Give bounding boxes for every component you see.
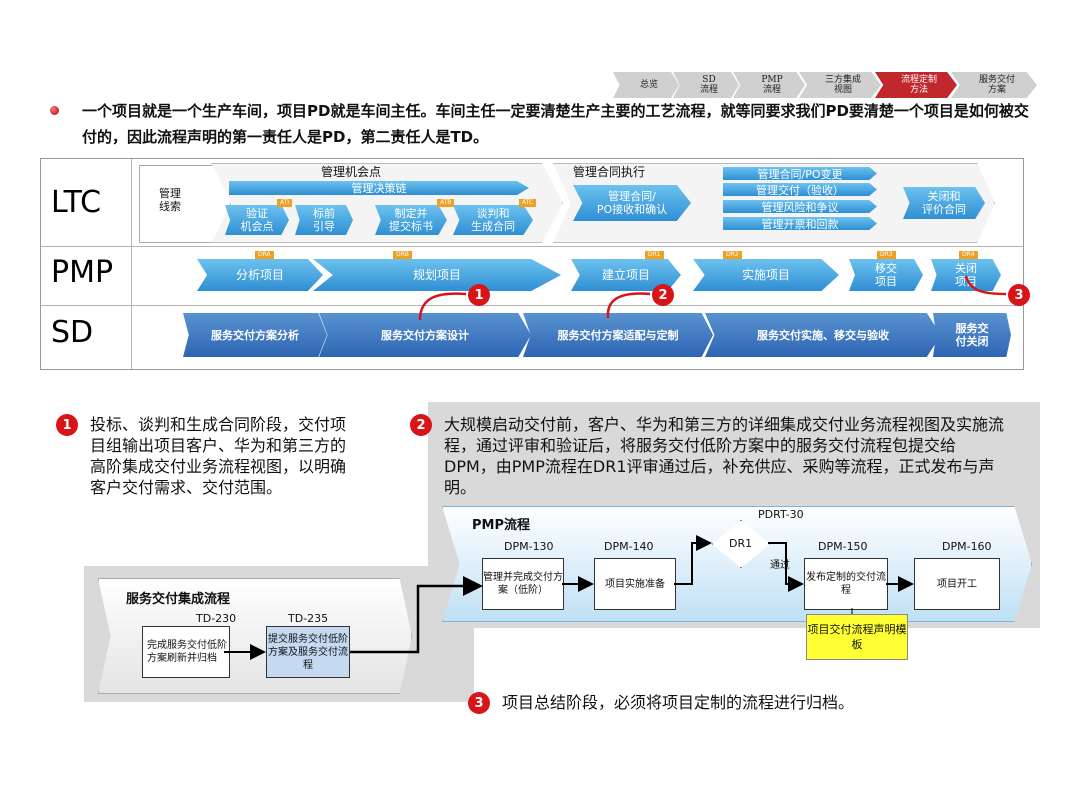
row-label-ltc: LTC bbox=[51, 185, 102, 220]
at-tag: ATC bbox=[519, 199, 537, 207]
ltc-contract-header: 管理合同执行 bbox=[573, 165, 646, 179]
note-1-text: 投标、谈判和生成合同阶段，交付项目组输出项目客户、华为和第三方的高阶集成交付业务… bbox=[90, 415, 347, 497]
ltc-lead-label: 管理 线索 bbox=[159, 187, 181, 213]
nav-pmp-flow[interactable]: PMP 流程 bbox=[733, 72, 805, 98]
nav-label: 总览 bbox=[639, 80, 658, 90]
ltc-opp-step: 标前 引导 bbox=[295, 205, 353, 235]
note-2-marker: 2 bbox=[410, 414, 432, 436]
ltc-lead-chevron bbox=[139, 165, 231, 243]
ltc-contract-item: 管理风险和争议 bbox=[723, 200, 877, 213]
nav-tripartite-view[interactable]: 三方集成 视图 bbox=[799, 72, 881, 98]
ltc-contract-item: 管理开票和回款 bbox=[723, 217, 877, 230]
dr-tag: DR2 bbox=[723, 251, 742, 259]
bullet-icon bbox=[50, 106, 59, 115]
note-3-text: 项目总结阶段，必须将项目定制的流程进行归档。 bbox=[502, 693, 855, 712]
pmp-arrow bbox=[768, 542, 804, 592]
note-1-marker: 1 bbox=[56, 414, 78, 436]
row-divider bbox=[41, 246, 1023, 247]
dr1-label: DR1 bbox=[729, 537, 753, 550]
arrow-1 bbox=[418, 292, 467, 321]
sd-step: 服务交 付关闭 bbox=[933, 313, 1011, 357]
ltc-contract-item: 管理交付（验收） bbox=[723, 183, 877, 196]
at-tag: ATB bbox=[437, 199, 455, 207]
marker-1: 1 bbox=[468, 284, 490, 306]
dpm-code: DPM-130 bbox=[504, 540, 554, 553]
nav-label: 流程定制 方法 bbox=[900, 75, 937, 95]
at-tag: ATI bbox=[277, 199, 293, 207]
ltc-opp-header: 管理机会点 bbox=[321, 165, 382, 179]
dr-tag: DR4 bbox=[959, 251, 978, 259]
sd-flow-box: 完成服务交付低阶方案刷新并归档 bbox=[142, 626, 230, 678]
nav-overview[interactable]: 总览 bbox=[613, 72, 679, 98]
pmp-step: 移交 项目 bbox=[849, 259, 923, 291]
pmp-step: 规划项目 bbox=[313, 259, 561, 291]
dpm-code: DPM-150 bbox=[818, 540, 868, 553]
note-2-text: 大规模启动交付前，客户、华为和第三方的详细集成交付业务流程视图及实施流程，通过评… bbox=[444, 415, 1005, 497]
td-code: TD-230 bbox=[196, 612, 237, 625]
column-divider bbox=[131, 159, 132, 369]
nav-sd-flow[interactable]: SD 流程 bbox=[673, 72, 739, 98]
ltc-close-contract: 关闭和 评价合同 bbox=[903, 187, 985, 219]
nav-label: SD 流程 bbox=[699, 75, 718, 95]
ltc-decision-chain: 管理决策链 bbox=[229, 181, 529, 195]
ltc-opp-step: 制定并 提交标书 bbox=[375, 205, 447, 235]
td-code: TD-235 bbox=[288, 612, 329, 625]
pmp-step: 建立项目 bbox=[571, 259, 681, 291]
nav-label: 三方集成 视图 bbox=[824, 75, 861, 95]
row-divider bbox=[41, 305, 1023, 306]
nav-flow-customization[interactable]: 流程定制 方法 bbox=[875, 72, 957, 98]
row-label-sd: SD bbox=[51, 315, 94, 350]
dpm-code: DPM-160 bbox=[942, 540, 992, 553]
ltc-opp-step: 谈判和 生成合同 bbox=[453, 205, 533, 235]
pmp-flow-title: PMP流程 bbox=[472, 518, 530, 533]
note-3-marker: 3 bbox=[468, 692, 490, 714]
pmp-step: 分析项目 bbox=[197, 259, 323, 291]
nav-service-delivery[interactable]: 服务交付 方案 bbox=[951, 72, 1037, 98]
pmp-flow-box: 项目开工 bbox=[914, 558, 1000, 610]
sd-step: 服务交付方案分析 bbox=[183, 313, 327, 357]
process-table: LTC PMP SD 管理 线索 管理机会点 管理决策链 验证 机会点 标前 引… bbox=[40, 158, 1024, 370]
arrow-2 bbox=[606, 292, 651, 319]
nav-label: 服务交付 方案 bbox=[978, 75, 1015, 95]
pass-label: 通过 bbox=[770, 560, 790, 571]
marker-2: 2 bbox=[652, 284, 674, 306]
row-label-pmp: PMP bbox=[51, 255, 114, 290]
template-note: 项目交付流程声明模板 bbox=[806, 614, 908, 660]
sd-step: 服务交付方案适配与定制 bbox=[523, 313, 713, 357]
sd-step: 服务交付方案设计 bbox=[319, 313, 531, 357]
ltc-contract-item: 管理合同/PO变更 bbox=[723, 167, 877, 180]
ltc-opp-step: 验证 机会点 bbox=[225, 205, 289, 235]
dpm-code: DPM-140 bbox=[604, 540, 654, 553]
nav-label: PMP 流程 bbox=[761, 75, 783, 95]
pmp-step: 关闭 项目 bbox=[931, 259, 1001, 291]
pmp-flow-box: 发布定制的交付流程 bbox=[804, 558, 888, 610]
ltc-receive-po: 管理合同/ PO接收和确认 bbox=[573, 185, 691, 221]
sd-to-pmp-arrow bbox=[350, 576, 483, 654]
sd-flow-title: 服务交付集成流程 bbox=[126, 592, 231, 607]
pmp-step: 实施项目 bbox=[693, 259, 839, 291]
pmp-arrow bbox=[674, 535, 712, 585]
dr-tag: DR1 bbox=[645, 251, 664, 259]
dr-tag: DR3 bbox=[877, 251, 896, 259]
intro-text: 一个项目就是一个生产车间，项目PD就是车间主任。车间主任一定要清楚生产主要的工艺… bbox=[82, 102, 1029, 146]
dr-tag: DRB bbox=[393, 251, 412, 259]
arrow-3 bbox=[964, 275, 1007, 296]
pdrt-label: PDRT-30 bbox=[758, 508, 804, 521]
marker-3: 3 bbox=[1008, 284, 1030, 306]
sd-step: 服务交付实施、移交与验收 bbox=[705, 313, 941, 357]
dr-tag: DRA bbox=[255, 251, 274, 259]
sd-flow-box: 提交服务交付低阶方案及服务交付流程 bbox=[266, 626, 350, 678]
